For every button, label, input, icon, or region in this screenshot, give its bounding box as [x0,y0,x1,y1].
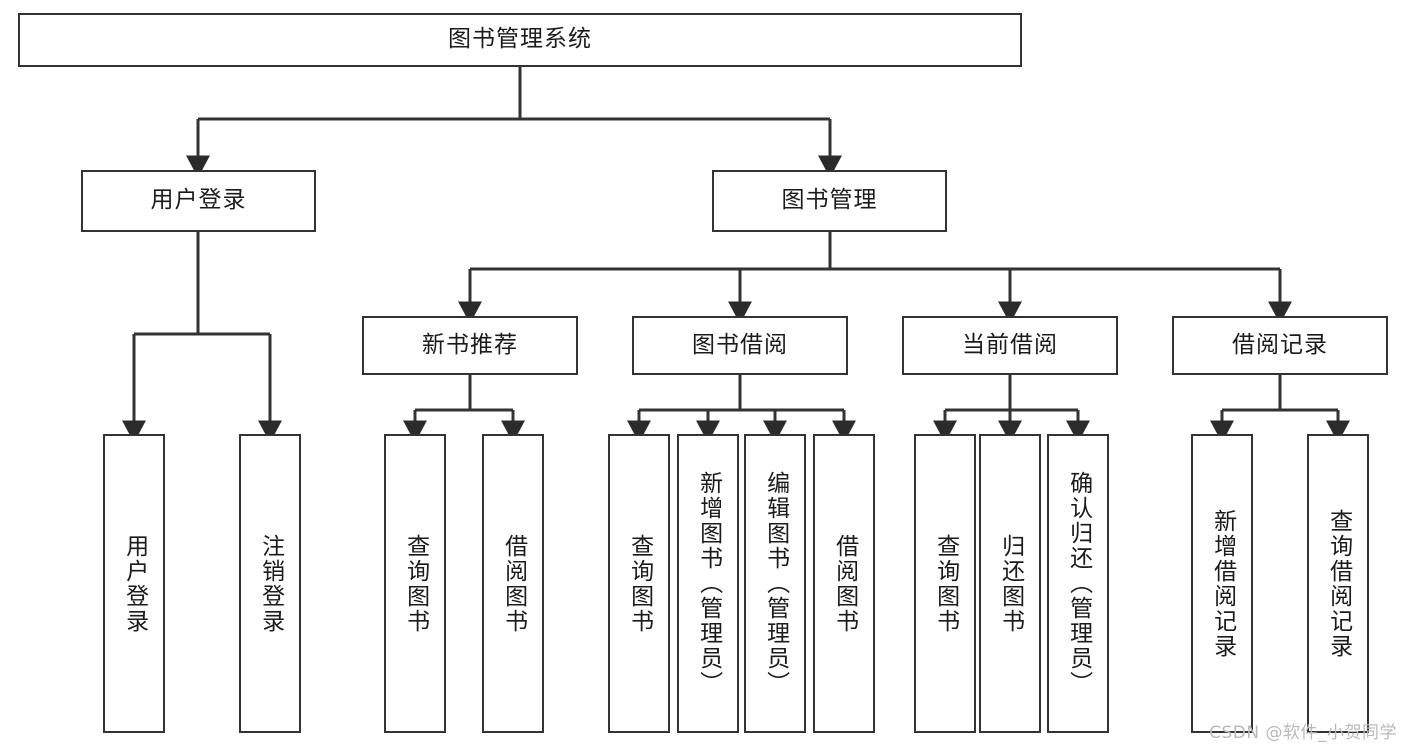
leaf-query-record-label: 查询借阅记录 [1325,508,1352,659]
node-root[interactable]: 图书管理系统 [18,13,1022,67]
leaf-return-book[interactable]: 归还图书 [979,434,1041,733]
leaf-borrow-book-2-label: 借阅图书 [831,533,858,634]
leaf-query-book-1[interactable]: 查询图书 [384,434,446,733]
leaf-confirm-return[interactable]: 确认归还（管理员） [1047,434,1109,733]
leaf-logout-login-label: 注销登录 [257,533,284,634]
leaf-edit-book[interactable]: 编辑图书（管理员） [744,434,806,733]
node-book-manage-label: 图书管理 [781,187,878,214]
node-current-borrow-label: 当前借阅 [962,331,1058,358]
node-book-borrow-label: 图书借阅 [692,331,788,358]
node-user-login-label: 用户登录 [150,187,247,214]
node-user-login[interactable]: 用户登录 [81,170,316,232]
leaf-add-record-label: 新增借阅记录 [1209,508,1236,659]
leaf-add-record[interactable]: 新增借阅记录 [1191,434,1253,733]
csdn-watermark: CSDN @软件_小贺同学 [1209,723,1397,743]
leaf-borrow-book-2[interactable]: 借阅图书 [813,434,875,733]
leaf-add-book[interactable]: 新增图书（管理员） [677,434,739,733]
leaf-user-login-label: 用户登录 [121,533,148,634]
leaf-user-login[interactable]: 用户登录 [103,434,165,733]
leaf-query-book-3[interactable]: 查询图书 [914,434,976,733]
leaf-edit-book-label: 编辑图书（管理员） [762,471,789,696]
leaf-query-book-2-label: 查询图书 [626,533,653,634]
leaf-query-book-2[interactable]: 查询图书 [608,434,670,733]
leaf-query-book-3-label: 查询图书 [932,533,959,634]
node-root-label: 图书管理系统 [448,26,592,53]
leaf-confirm-return-label: 确认归还（管理员） [1065,471,1092,696]
node-book-manage[interactable]: 图书管理 [712,170,947,232]
leaf-logout-login[interactable]: 注销登录 [239,434,301,733]
node-borrow-record-label: 借阅记录 [1232,331,1328,358]
leaf-query-record[interactable]: 查询借阅记录 [1307,434,1369,733]
node-new-book-rec-label: 新书推荐 [422,331,518,358]
leaf-borrow-book-1[interactable]: 借阅图书 [482,434,544,733]
node-current-borrow[interactable]: 当前借阅 [902,316,1118,375]
leaf-borrow-book-1-label: 借阅图书 [500,533,527,634]
leaf-return-book-label: 归还图书 [997,533,1024,634]
node-book-borrow[interactable]: 图书借阅 [632,316,848,375]
node-borrow-record[interactable]: 借阅记录 [1172,316,1388,375]
leaf-query-book-1-label: 查询图书 [402,533,429,634]
leaf-add-book-label: 新增图书（管理员） [695,471,722,696]
node-new-book-rec[interactable]: 新书推荐 [362,316,578,375]
